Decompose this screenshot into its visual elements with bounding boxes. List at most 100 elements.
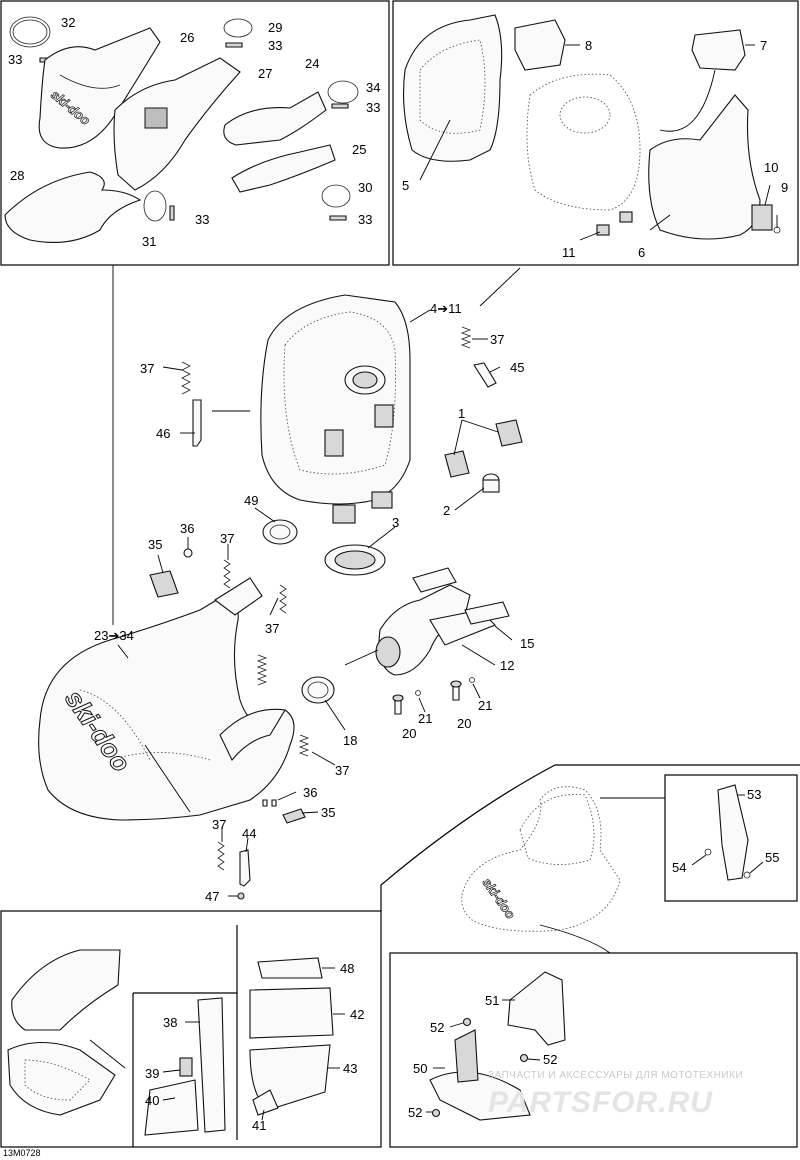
exhaust-pipe-seam-a [79, 689, 151, 761]
leader-4-11 [409, 309, 431, 323]
gasket-15a [412, 567, 457, 593]
callout-53: 53 [747, 787, 761, 802]
belly-pan-upper [11, 949, 121, 1031]
callout-10: 10 [764, 160, 778, 175]
watermark-line2: PARTSFOR.RU [488, 1086, 713, 1119]
callout-6: 6 [638, 245, 645, 260]
silencer-outlet-inner [352, 371, 378, 389]
callout-42: 42 [350, 1007, 364, 1022]
callout-21-b: 21 [478, 698, 492, 713]
gasket-15b [464, 601, 510, 625]
bracket-35b [282, 808, 306, 824]
leader-manifold-arrow [344, 649, 379, 666]
callout-2: 2 [443, 503, 450, 518]
clamp-29 [223, 18, 253, 38]
leader-5 [419, 119, 451, 181]
bracket-45 [473, 362, 497, 388]
clamp-30 [321, 184, 351, 208]
silencer-bracket-a [324, 429, 344, 457]
assembled-silencer [519, 794, 595, 865]
callout-30: 30 [358, 180, 372, 195]
heat-strip-40 [144, 1079, 199, 1136]
seal-49-inner [269, 524, 291, 540]
manifold-12-outlet [375, 636, 401, 668]
bolt-20a [394, 699, 402, 715]
brand-mark-assembled: ski-doo [480, 875, 519, 922]
callout-37-f: 37 [212, 817, 226, 832]
callout-41: 41 [252, 1118, 266, 1133]
leader-11 [579, 231, 601, 241]
spring-37-c [223, 559, 231, 589]
callout-37-d: 37 [265, 621, 279, 636]
callout-37-a: 37 [140, 361, 154, 376]
nut-47 [237, 892, 245, 900]
frame-connector-curve [539, 924, 611, 954]
callout-49: 49 [244, 493, 258, 508]
nut-36a [183, 548, 193, 558]
nut-55 [743, 871, 751, 879]
callout-45: 45 [510, 360, 524, 375]
callout-52-a: 52 [430, 1020, 444, 1035]
leader-pipe-arrow [144, 744, 191, 813]
label-39 [179, 1057, 193, 1077]
silencer-body-port [559, 96, 611, 134]
callout-labels: 32 33 26 29 33 27 24 34 33 25 28 30 33 3… [8, 15, 788, 1133]
diagram-code: 13M0728 [3, 1148, 41, 1158]
heat-shield-6 [648, 94, 761, 240]
callout-9: 9 [781, 180, 788, 195]
leader-35b [301, 811, 319, 814]
callout-8: 8 [585, 38, 592, 53]
clamp-31 [143, 190, 167, 222]
leader-15 [494, 625, 513, 641]
silencer-shell-5 [402, 14, 503, 162]
belly-pan-lower [7, 1042, 116, 1116]
callout-15: 15 [520, 636, 534, 651]
bracket-50-plate [454, 1029, 479, 1083]
leader-41 [261, 1109, 265, 1121]
callout-25: 25 [352, 142, 366, 157]
callout-33-b: 33 [268, 38, 282, 53]
callout-37-b: 37 [490, 332, 504, 347]
rubber-mount-1a [444, 450, 470, 478]
callout-20-a: 20 [402, 726, 416, 741]
leader-52a [449, 1022, 464, 1028]
callout-5: 5 [402, 178, 409, 193]
callout-47: 47 [205, 889, 219, 904]
callout-27: 27 [258, 66, 272, 81]
leader-39 [162, 1069, 181, 1073]
leader-21a [418, 697, 426, 713]
leader-55 [749, 861, 764, 874]
top-left-parts: ski-doo [4, 16, 359, 243]
frame-top-left [0, 0, 390, 266]
frame-top-right [392, 0, 799, 266]
watermark: ЗАПЧАСТИ И АКСЕССУАРЫ ДЛЯ МОТОТЕХНИКИ PA… [488, 1070, 743, 1119]
silencer-bracket-c [332, 504, 356, 524]
belly-pan-lower-inner [24, 1059, 91, 1101]
callout-28: 28 [10, 168, 24, 183]
heat-strip-38 [197, 997, 226, 1133]
callout-37-e: 37 [335, 763, 349, 778]
spring-37-d [279, 584, 287, 614]
pipe-24 [223, 91, 327, 146]
manifold-assembly [344, 567, 513, 715]
top-right-parts [402, 14, 781, 241]
spring-37-e [256, 654, 268, 686]
leader-35a [157, 554, 164, 574]
callout-7: 7 [760, 38, 767, 53]
callout-18: 18 [343, 733, 357, 748]
leader-37a [162, 366, 183, 371]
callout-23-34: 23➔34 [94, 628, 134, 643]
leader-4-11-top [479, 267, 521, 307]
clamp-32 [9, 16, 51, 48]
callout-51: 51 [485, 993, 499, 1008]
shield-41 [252, 1089, 279, 1116]
nut-52b [519, 1053, 529, 1063]
spring-33-e [169, 205, 175, 221]
leader-40 [162, 1097, 176, 1101]
callout-50: 50 [413, 1061, 427, 1076]
bolt-20b [452, 685, 460, 701]
heat-shield-51 [507, 971, 566, 1046]
heat-shield-28 [4, 171, 142, 243]
callout-12: 12 [500, 658, 514, 673]
